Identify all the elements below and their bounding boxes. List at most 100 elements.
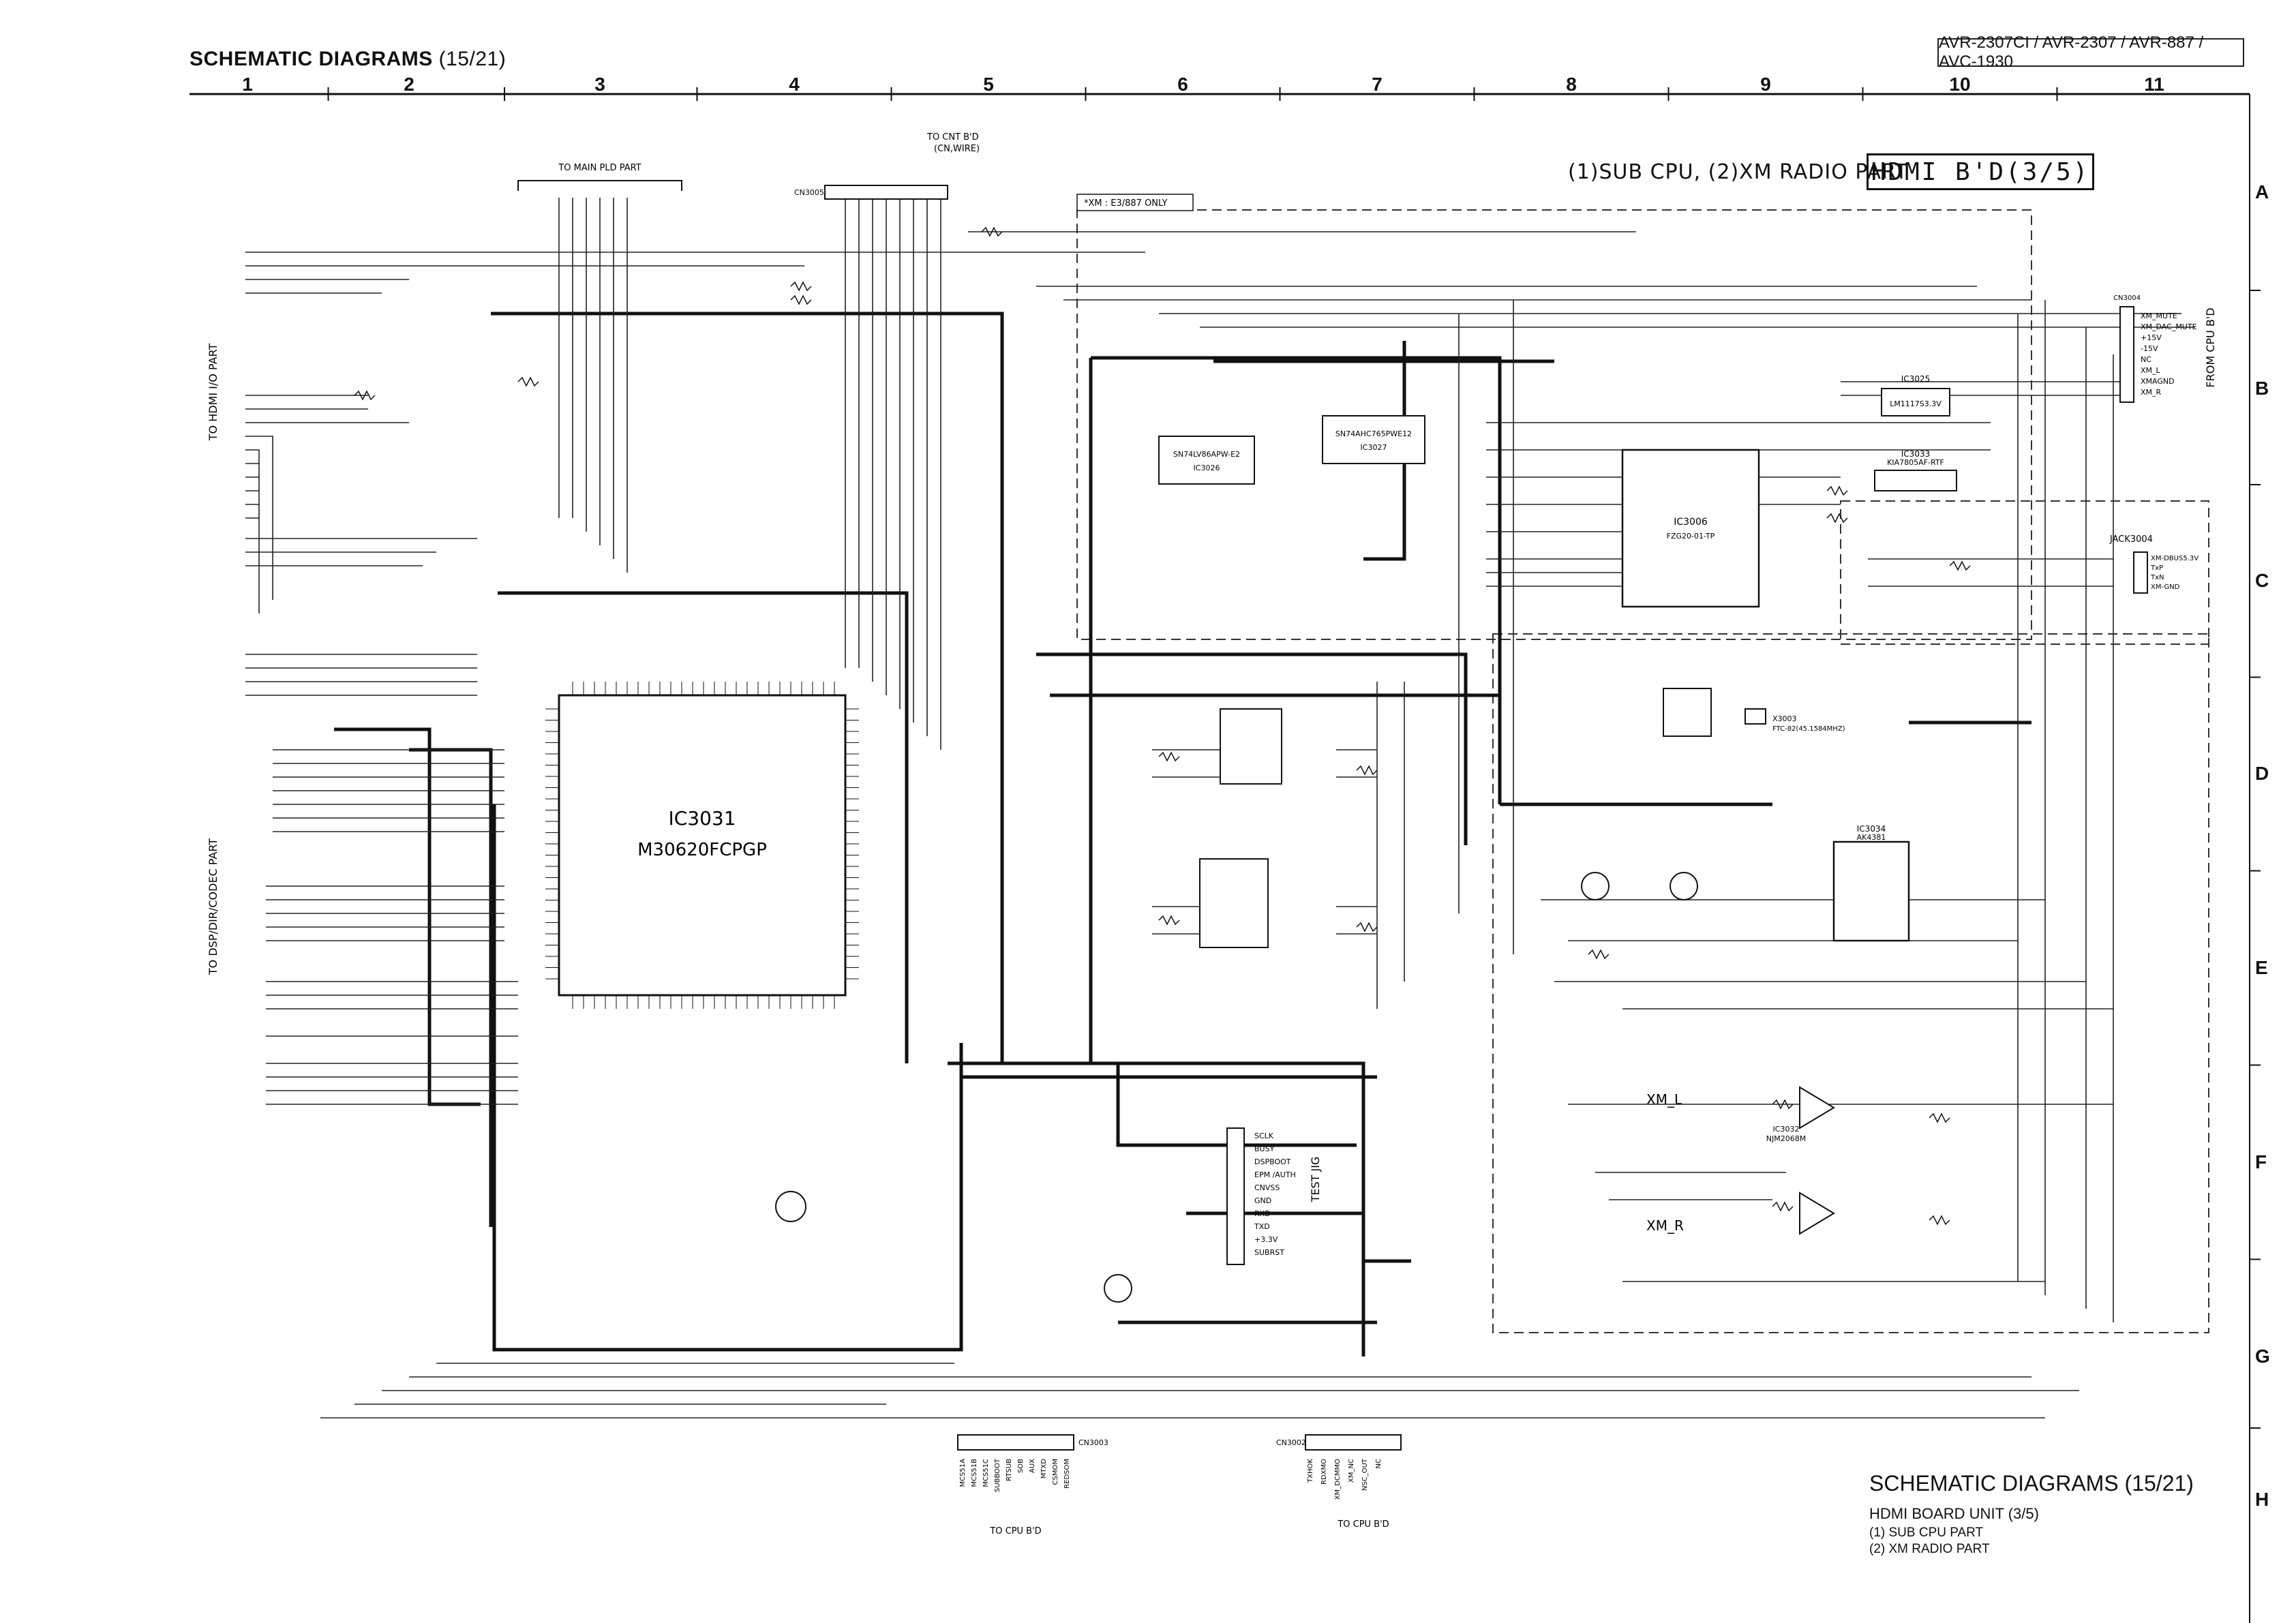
ic3034-chip [1832,840,1910,942]
row-letter: B [2255,378,2269,399]
pin-label: RTSUB [1006,1459,1013,1481]
resistor [1772,1099,1794,1110]
row-letter: D [2255,763,2269,784]
pin-label: NC [1375,1459,1383,1468]
connector-cn3004 [2119,306,2134,403]
pin-label: AUX [1029,1459,1036,1473]
pin-label: XM-GND [2151,583,2180,591]
pin-label: +15V [2141,333,2162,342]
column-number: 3 [594,74,605,95]
ic3031-part: M30620FCPGP [637,840,767,860]
resistor [790,294,812,305]
column-number: 6 [1177,74,1188,95]
column-number: 8 [1566,74,1577,95]
pin-label: MTXD [1040,1459,1048,1479]
ic3006-part: FZG20-01-TP [1667,532,1715,541]
pin-label: XM_L [2141,366,2161,375]
ic3027-ref: IC3027 [1361,443,1387,452]
title-page: (15/21) [438,48,507,70]
pin-label: GND [1254,1196,1271,1205]
row-ticks [2250,290,2261,1429]
to-dsp: TO DSP/DIR/CODEC PART [207,838,220,975]
pin-label: DSPBOOT [1254,1157,1291,1166]
ic3033-part: KIA7805AF-RTF [1887,458,1944,467]
pin-label: TXD [1254,1222,1270,1231]
to-hdmi-io: TO HDMI I/O PART [207,344,220,442]
pin-label: XM_R [2141,388,2162,397]
column-number: 5 [983,74,994,95]
cn3003-label: CN3003 [1078,1438,1108,1447]
row-letter: G [2255,1346,2270,1367]
title-text: SCHEMATIC DIAGRAMS [190,48,433,70]
pin-label: SUBRST [1254,1248,1284,1257]
cn3004-label: CN3004 [2113,294,2141,302]
to-cnt-sub: (CN,WIRE) [934,144,980,154]
test-jig-label: TEST JIG [1309,1157,1322,1203]
pin-label: NC [2141,355,2151,364]
ic3025-part: LM1117S3.3V [1890,399,1942,408]
footer-line1: (1) SUB CPU PART [1869,1526,1984,1540]
footer-line2: (2) XM RADIO PART [1869,1542,1990,1556]
pin-label: XM-DBUS5.3V [2151,555,2199,562]
ic3026-ref: IC3026 [1194,464,1220,472]
column-ticks [327,87,2058,101]
resistor [1158,915,1180,926]
resistor [1158,751,1180,762]
pin-label: MCS51B [971,1459,978,1487]
to-cnt-label: TO CNT B'D [926,132,979,142]
ic3026-part: SN74LV86APW-E2 [1173,450,1240,459]
ic3006-ref: IC3006 [1674,517,1708,528]
resistor [517,376,539,387]
pin-label: RXD [1254,1209,1271,1218]
pin-label: XM_DAC_MUTE [2141,322,2197,331]
column-number: 11 [2144,74,2164,95]
pin-label: BUSY [1254,1144,1275,1153]
pin-label: XM_DCMMO [1334,1459,1342,1500]
pin-label: REDSOM [1063,1459,1071,1489]
resistor [1949,560,1971,571]
ic3034-ref: IC3034 [1857,824,1886,834]
x3003-part: FTC-82(45.1584MHZ) [1772,725,1845,733]
pin-label: RDXMO [1320,1459,1328,1485]
resistor [981,226,1003,237]
ic3031-pins [545,682,859,1009]
resistor [1826,513,1848,524]
resistor [1929,1215,1950,1226]
op-amps [1799,1086,1835,1235]
pin-label: SUBBOOT [994,1458,1001,1492]
pin-label: NSC_OUT [1361,1458,1369,1491]
jack3004 [2133,551,2148,594]
column-number: 10 [1949,74,1971,95]
pin-label: MCS51C [982,1459,990,1487]
resistor [790,281,812,292]
ic3032-part: NJM2068M [1766,1134,1806,1143]
main-pld-bracket [517,180,682,191]
pin-label: SCLK [1254,1132,1274,1140]
page-title: SCHEMATIC DIAGRAMS (15/21) [190,48,506,71]
pin-label: CSMOM [1052,1459,1059,1485]
column-number: 2 [404,74,414,95]
xm-note-box [1076,194,1194,211]
ic3025-ref: IC3025 [1901,374,1930,384]
footer-board: HDMI BOARD UNIT (3/5) [1869,1505,2039,1522]
footer-title: SCHEMATIC DIAGRAMS (15/21) [1869,1471,2194,1496]
resistor [1772,1201,1794,1212]
pin-label: CNVSS [1254,1183,1280,1192]
pin-label: XMAGND [2141,377,2175,386]
ic3031-ref: IC3031 [668,807,736,830]
cn3002-label: CN3002 [1276,1438,1306,1447]
row-letter: E [2255,957,2268,978]
jack3004-label: JACK3004 [2109,534,2153,545]
x3003-ref: X3003 [1772,714,1797,723]
cn3005-label: CN3005 [794,188,824,197]
resistor [1929,1112,1950,1123]
ic3027-chip [1322,415,1425,464]
xm-note: *XM : E3/887 ONLY [1084,198,1168,209]
test-jig [1226,1127,1245,1265]
xm-l-label: XM_L [1646,1091,1682,1108]
